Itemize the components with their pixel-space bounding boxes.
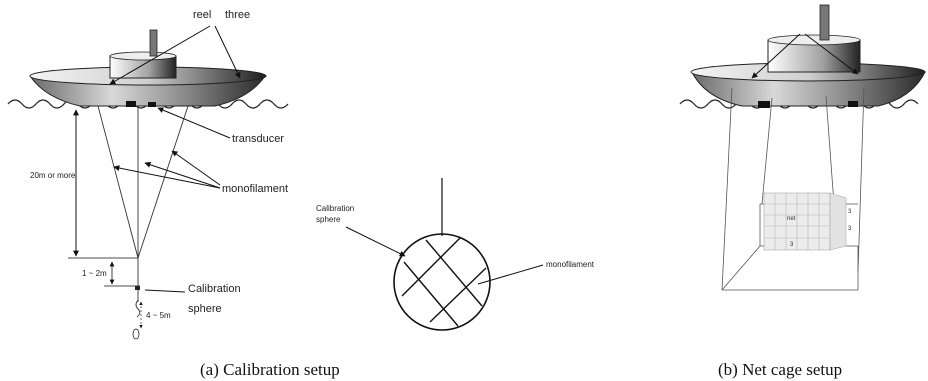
three-label: three — [225, 9, 250, 21]
net-grid — [763, 192, 847, 251]
reel-label: reel — [193, 9, 211, 21]
net-cage-frame — [721, 87, 865, 291]
length-label: 4 ~ 5m — [146, 311, 171, 320]
gap-label: 1 ~ 2m — [82, 269, 107, 278]
net-label: net — [787, 216, 796, 222]
sphere-outline — [393, 233, 491, 331]
transducer-box — [126, 101, 136, 107]
reel-arrow-2 — [214, 25, 241, 79]
boat-hull-b — [691, 71, 926, 107]
calibration-sphere-detail: Calibration sphere monofilament — [316, 178, 595, 331]
dim-bottom-label: 3 — [790, 242, 794, 248]
panel-a-calibration-diagram: reel three transducer monofilament 20m o… — [7, 9, 340, 379]
dim-right-label-2: 3 — [848, 226, 852, 232]
caption-a: (a) Calibration setup — [200, 360, 340, 379]
monofilament-label-detail: monofilament — [546, 260, 595, 269]
calibration-label-detail: Calibration — [316, 204, 354, 213]
transducer-label: transducer — [232, 133, 284, 145]
panel-b-net-cage-diagram: net 3 3 3 (b) Net cage setup — [679, 4, 926, 379]
depth-label: 20m or more — [30, 171, 76, 180]
sphere-label-detail: sphere — [316, 215, 341, 224]
mast — [149, 29, 158, 57]
transducer-arrow — [157, 107, 231, 139]
calibration-sphere-small — [132, 328, 140, 340]
caption-b: (b) Net cage setup — [718, 360, 842, 379]
dim-right-label: 3 — [848, 209, 852, 215]
reel-arrow-1 — [109, 25, 211, 85]
calibration-label-a: Calibration — [188, 283, 241, 295]
sphere-label-a: sphere — [188, 303, 222, 315]
monofilament-label: monofilament — [222, 183, 288, 195]
